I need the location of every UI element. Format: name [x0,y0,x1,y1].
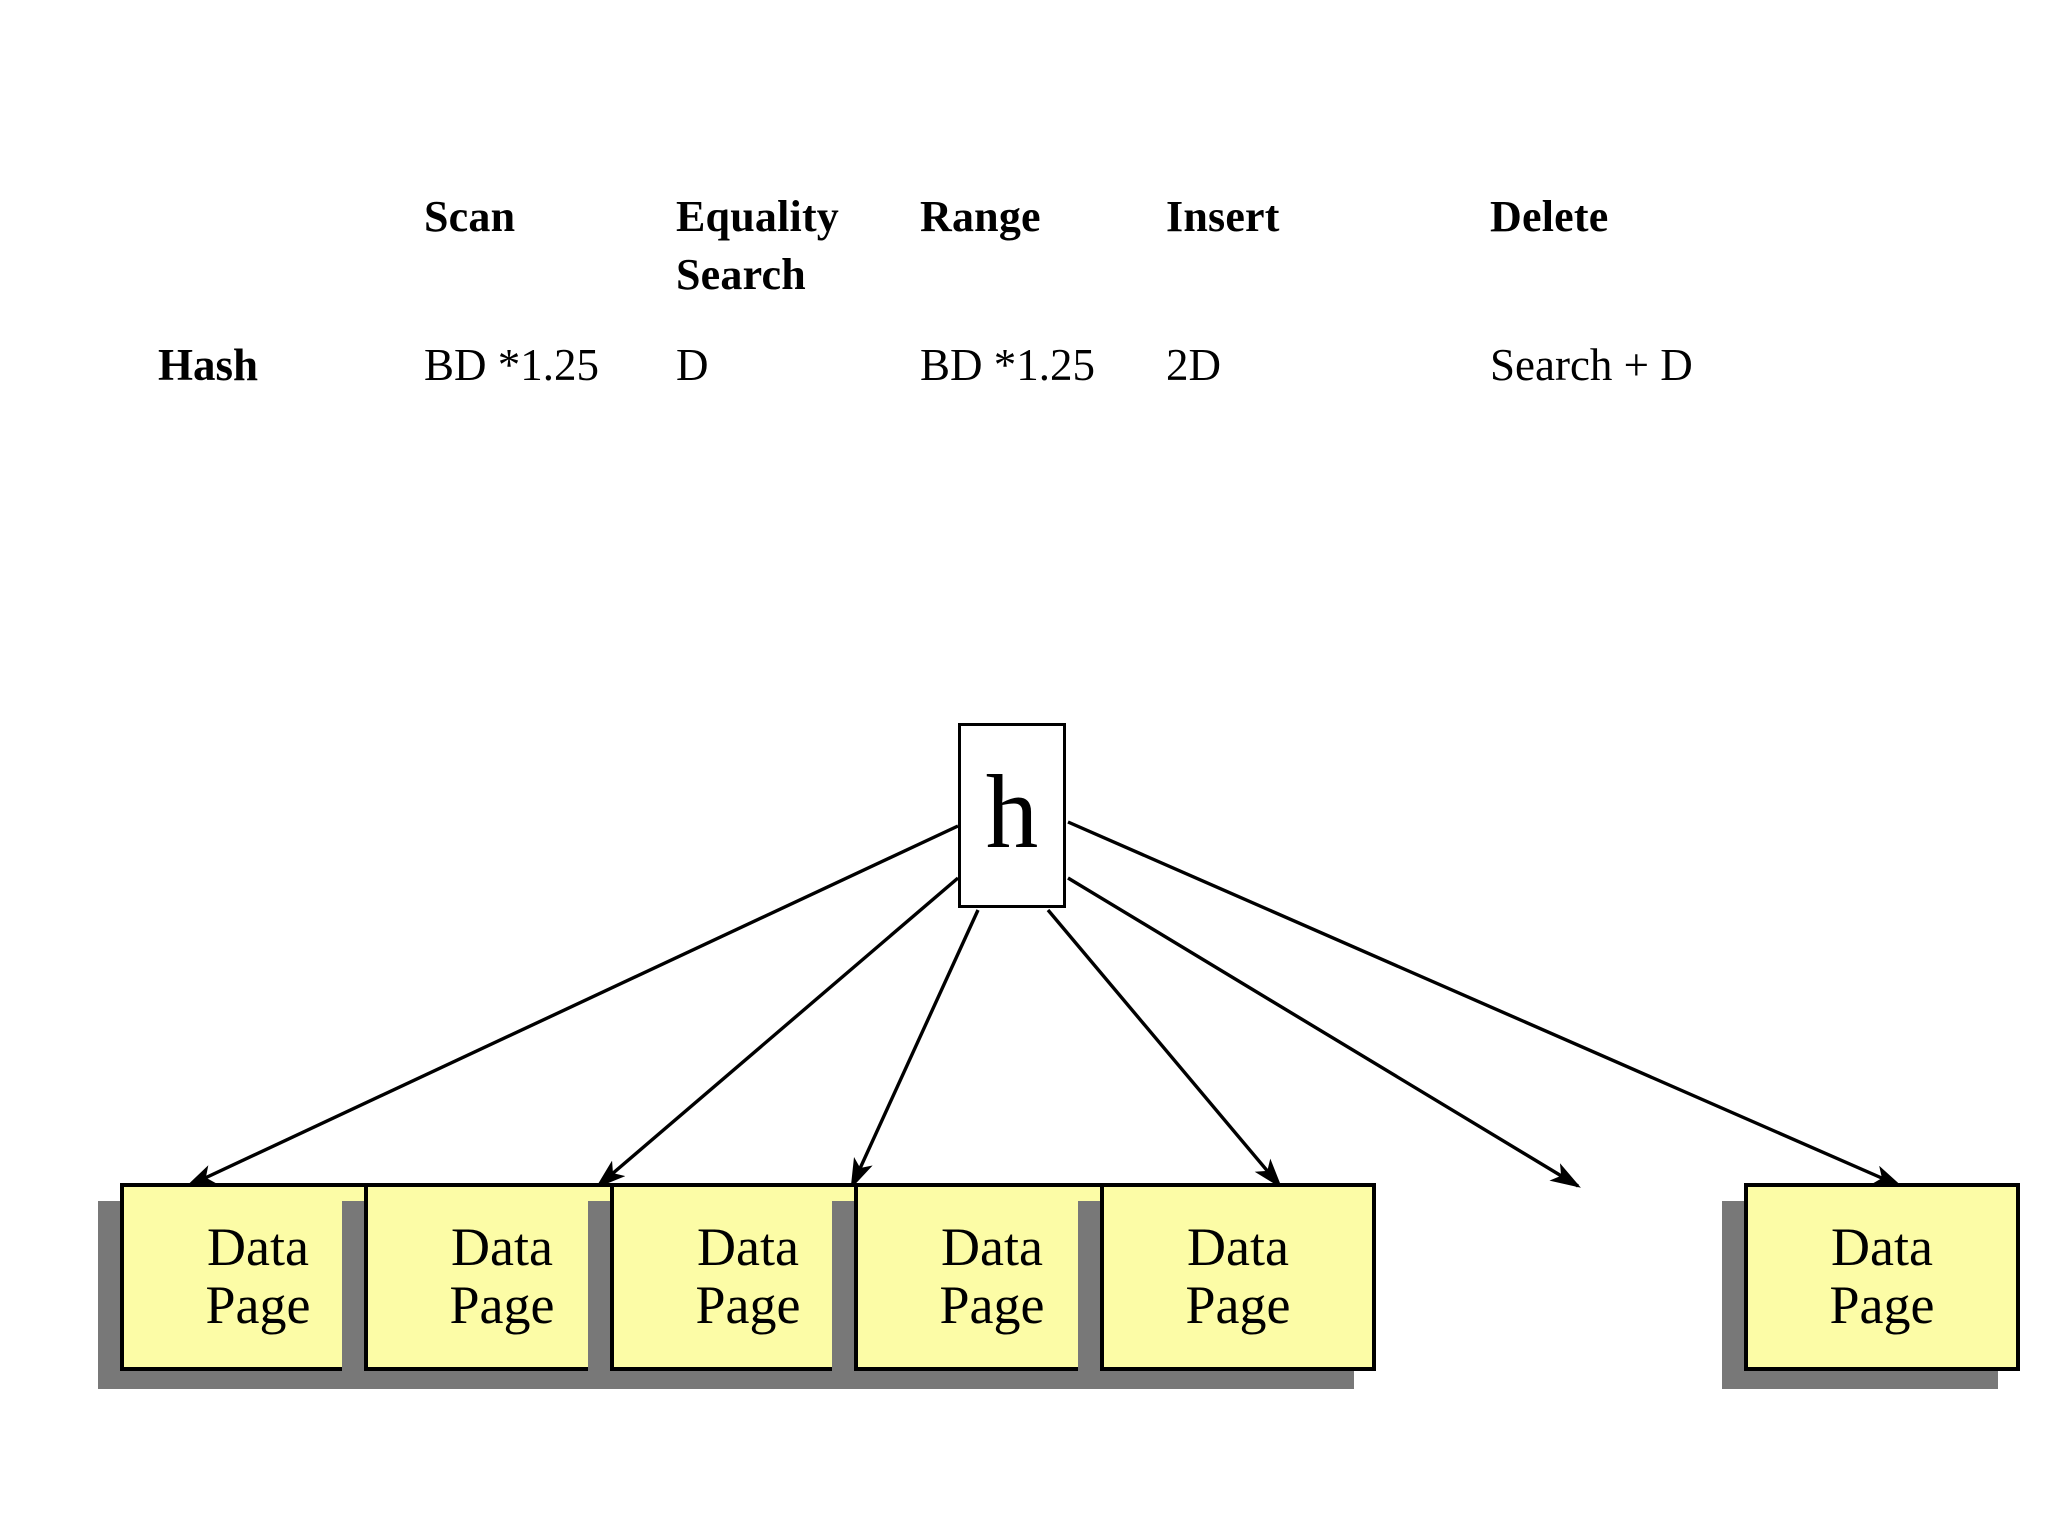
table-header-scan: Scan [424,192,516,241]
hash-arrow-3 [850,909,980,1190]
table-cell-hash-insert: 2D [1166,340,1221,390]
data-page-label-line1: Data [207,1217,309,1278]
data-page-label-line2: Page [695,1275,801,1335]
data-page-label-line2: Page [205,1275,311,1335]
table-cell-hash-delete: Search + D [1490,340,1693,390]
hash-arrow-6 [1067,820,1904,1188]
cost-comparison-table: Scan Equality Search Range Insert Delete… [0,0,2048,420]
hash-arrow-1 [184,824,959,1188]
hash-function-label: h [985,753,1039,870]
table-cell-hash-scan: BD *1.25 [424,340,600,390]
data-page-label-line2: Page [1829,1275,1935,1335]
hash-arrow-4 [1046,908,1283,1189]
data-page-label-line2: Page [939,1275,1045,1335]
table-header-equality-search: Search [676,250,806,299]
data-page-label-line2: Page [1185,1275,1291,1335]
hash-arrow-2 [595,876,960,1189]
hash-arrow-5 [1067,876,1581,1188]
data-page-label-line2: Page [449,1275,555,1335]
table-row-label-hash: Hash [158,340,259,390]
data-page-label-line1: Data [697,1217,799,1278]
data-page-label-line1: Data [1831,1217,1933,1278]
table-header-insert: Insert [1166,192,1280,241]
table-header-range: Range [920,192,1041,241]
data-page-label-line1: Data [1187,1217,1289,1278]
table-header-delete: Delete [1490,192,1609,241]
hash-function-box: h [958,723,1066,908]
data-page-label-line1: Data [451,1217,553,1278]
data-page-label-line1: Data [941,1217,1043,1278]
table-header-equality: Equality [676,192,839,241]
table-cell-hash-range: BD *1.25 [920,340,1096,390]
table-cell-hash-equality: D [676,340,709,390]
